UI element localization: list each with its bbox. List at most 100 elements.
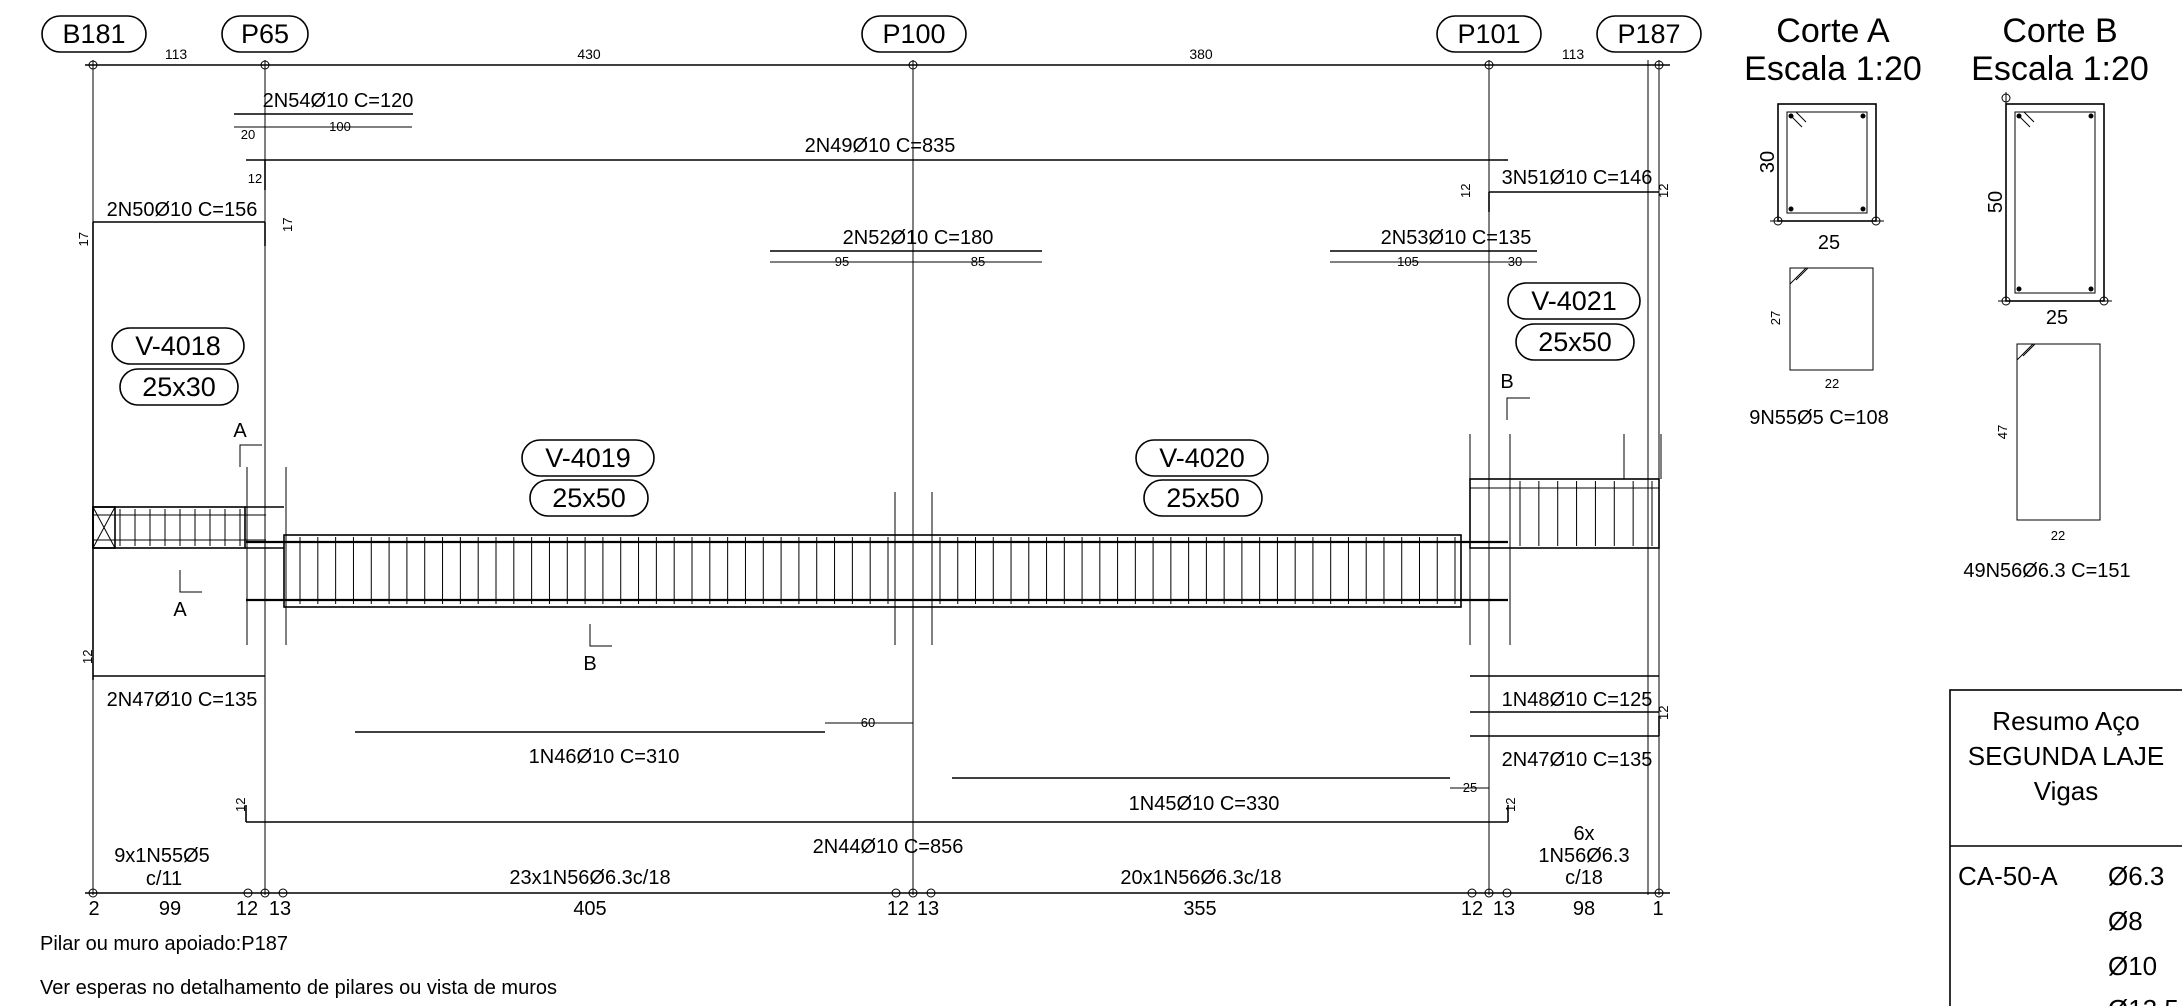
svg-text:2N53Ø10 C=135: 2N53Ø10 C=135 — [1381, 227, 1532, 249]
section-b: Corte B Escala 1:20 50 25 47 22 49N56Ø6.… — [1963, 12, 2149, 582]
bar-n50: 2N50Ø10 C=156 17 17 — [76, 199, 295, 246]
svg-text:P187: P187 — [1617, 19, 1680, 49]
svg-text:Escala 1:20: Escala 1:20 — [1744, 50, 1922, 88]
svg-text:Vigas: Vigas — [2034, 776, 2099, 806]
pillar-label-p187: P187 — [1596, 15, 1702, 53]
svg-text:Ø6.3: Ø6.3 — [2108, 861, 2164, 891]
beam-label-v4020: V-4020 25x50 — [1135, 439, 1269, 517]
svg-text:12: 12 — [233, 798, 248, 812]
svg-text:9N55Ø5 C=108: 9N55Ø5 C=108 — [1749, 407, 1889, 429]
svg-text:12: 12 — [248, 171, 262, 186]
svg-text:2N49Ø10 C=835: 2N49Ø10 C=835 — [805, 135, 956, 157]
svg-text:49N56Ø6.3 C=151: 49N56Ø6.3 C=151 — [1963, 560, 2130, 582]
svg-text:12: 12 — [1461, 898, 1483, 920]
svg-text:Escala 1:20: Escala 1:20 — [1971, 50, 2149, 88]
svg-text:25x30: 25x30 — [142, 372, 216, 402]
stirrup-label-1: 9x1N55Ø5 c/11 — [114, 845, 210, 890]
svg-text:2N47Ø10 C=135: 2N47Ø10 C=135 — [1502, 749, 1653, 771]
svg-text:99: 99 — [159, 898, 181, 920]
svg-text:17: 17 — [76, 232, 91, 246]
svg-text:25x50: 25x50 — [1538, 327, 1612, 357]
svg-text:P100: P100 — [882, 19, 945, 49]
svg-text:85: 85 — [971, 254, 985, 269]
bar-n53: 2N53Ø10 C=135 105 30 — [1330, 227, 1537, 269]
svg-text:9x1N55Ø5: 9x1N55Ø5 — [114, 845, 210, 867]
svg-text:Ø12.5: Ø12.5 — [2108, 994, 2179, 1006]
svg-text:98: 98 — [1573, 898, 1595, 920]
stirrup-label-2: 23x1N56Ø6.3c/18 — [509, 867, 670, 889]
section-a: Corte A Escala 1:20 30 25 27 22 9N55Ø5 C… — [1744, 12, 1922, 429]
svg-text:c/11: c/11 — [146, 868, 182, 890]
svg-text:2N50Ø10 C=156: 2N50Ø10 C=156 — [107, 199, 258, 221]
svg-text:Ø10: Ø10 — [2108, 951, 2157, 981]
svg-text:2N47Ø10 C=135: 2N47Ø10 C=135 — [107, 689, 258, 711]
svg-text:30: 30 — [1508, 254, 1522, 269]
svg-text:6x: 6x — [1573, 823, 1594, 845]
svg-text:SEGUNDA LAJE: SEGUNDA LAJE — [1968, 741, 2165, 771]
svg-text:17: 17 — [280, 218, 295, 232]
svg-text:1N48Ø10 C=125: 1N48Ø10 C=125 — [1502, 689, 1653, 711]
svg-text:B: B — [583, 653, 596, 675]
span-3: 380 — [1189, 46, 1213, 62]
note-supported-pillar: Pilar ou muro apoiado:P187 — [40, 933, 288, 955]
beam-label-v4019: V-4019 25x50 — [521, 439, 655, 517]
svg-text:1N56Ø6.3: 1N56Ø6.3 — [1538, 845, 1629, 867]
bar-n48: 1N48Ø10 C=125 12 — [1470, 689, 1671, 720]
beam-elevation — [92, 246, 1662, 737]
stirrup-label-3: 20x1N56Ø6.3c/18 — [1120, 867, 1281, 889]
svg-text:25: 25 — [1463, 780, 1477, 795]
pillar-label-p101: P101 — [1436, 15, 1542, 53]
svg-text:V-4020: V-4020 — [1159, 443, 1245, 473]
span-2: 430 — [577, 46, 601, 62]
svg-text:3N51Ø10 C=146: 3N51Ø10 C=146 — [1502, 167, 1653, 189]
svg-text:B181: B181 — [62, 19, 125, 49]
svg-text:25: 25 — [1818, 232, 1840, 254]
span-4: 113 — [1562, 46, 1585, 62]
svg-text:22: 22 — [2051, 528, 2065, 543]
bar-n45: 25 1N45Ø10 C=330 — [952, 777, 1489, 815]
svg-text:Corte B: Corte B — [2002, 12, 2117, 50]
svg-text:12: 12 — [80, 650, 95, 664]
bar-n49: 2N49Ø10 C=835 — [246, 135, 1508, 190]
svg-text:25: 25 — [2046, 307, 2068, 329]
svg-text:355: 355 — [1183, 898, 1216, 920]
svg-text:CA-50-A: CA-50-A — [1958, 861, 2058, 891]
steel-summary-table: Resumo Aço SEGUNDA LAJE Vigas CA-50-A Ø6… — [1949, 689, 2182, 1006]
bar-n44: 12 12 2N44Ø10 C=856 — [233, 798, 1518, 858]
svg-text:2N52Ø10 C=180: 2N52Ø10 C=180 — [843, 227, 994, 249]
note-see-pillar-details: Ver esperas no detalhamento de pilares o… — [40, 977, 557, 999]
svg-text:12: 12 — [1503, 798, 1518, 812]
svg-text:13: 13 — [1493, 898, 1515, 920]
svg-text:20: 20 — [241, 127, 255, 142]
bar-n46: 60 1N46Ø10 C=310 — [355, 715, 913, 768]
svg-text:105: 105 — [1397, 254, 1419, 269]
svg-text:25x50: 25x50 — [1166, 483, 1240, 513]
pillar-label-p65: P65 — [221, 15, 309, 53]
svg-text:22: 22 — [1825, 376, 1839, 391]
pillar-label-b181: B181 — [41, 15, 147, 53]
pillar-axes — [85, 60, 1670, 895]
svg-text:2N44Ø10 C=856: 2N44Ø10 C=856 — [813, 836, 964, 858]
stirrup-ticks — [119, 481, 1653, 604]
bar-n52: 2N52Ø10 C=180 95 85 — [770, 227, 1042, 269]
bar-n51: 3N51Ø10 C=146 12 12 — [1458, 167, 1671, 212]
span-1: 113 — [165, 46, 188, 62]
svg-text:V-4019: V-4019 — [545, 443, 631, 473]
svg-text:1N46Ø10 C=310: 1N46Ø10 C=310 — [529, 746, 680, 768]
svg-text:A: A — [233, 420, 247, 442]
svg-text:P65: P65 — [241, 19, 289, 49]
svg-text:1: 1 — [1652, 898, 1663, 920]
svg-text:50: 50 — [1985, 191, 2007, 213]
section-mark-b: B B — [583, 371, 1530, 675]
svg-text:13: 13 — [269, 898, 291, 920]
beam-label-v4018: V-4018 25x30 — [111, 327, 245, 406]
bottom-dimension-line: 2 99 12 13 405 12 13 355 12 13 98 1 — [85, 888, 1670, 920]
svg-text:2: 2 — [88, 898, 99, 920]
svg-text:12: 12 — [236, 898, 258, 920]
svg-text:2N54Ø10 C=120: 2N54Ø10 C=120 — [263, 90, 414, 112]
pillar-label-p100: P100 — [861, 15, 967, 53]
svg-text:30: 30 — [1757, 151, 1779, 173]
beam-label-v4021: V-4021 25x50 — [1507, 282, 1641, 361]
svg-text:Ø8: Ø8 — [2108, 906, 2143, 936]
